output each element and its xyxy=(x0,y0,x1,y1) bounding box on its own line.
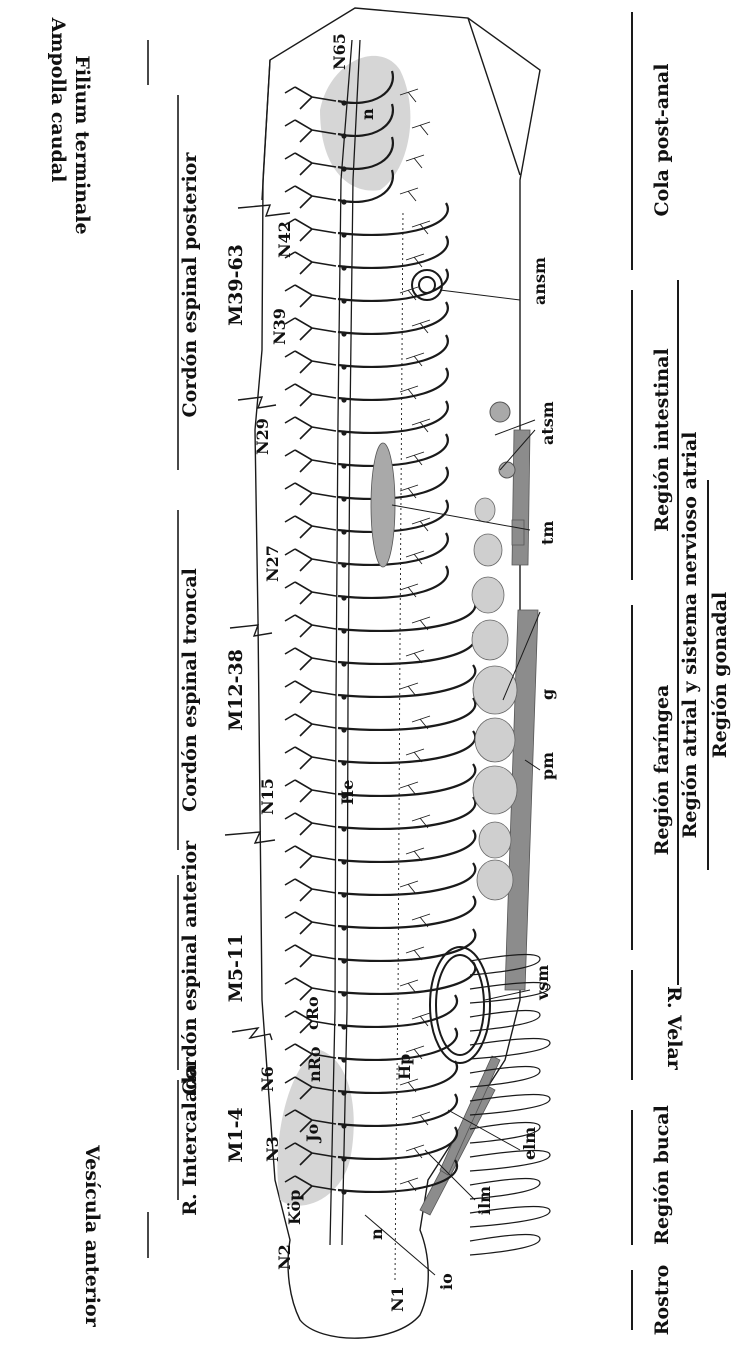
nerve-segment xyxy=(285,368,448,406)
annot-Jo: Jo xyxy=(303,1123,322,1144)
label-vesicula-anterior: Vesícula anterior xyxy=(81,1144,103,1327)
break-line-2 xyxy=(225,832,275,843)
trunk-muscle-band-2 xyxy=(512,520,524,545)
annot-N39: N39 xyxy=(270,308,289,345)
nerve-segment xyxy=(285,302,448,340)
break-line-1 xyxy=(232,1028,272,1040)
annot-N65: N65 xyxy=(330,33,349,70)
annot-N15: N15 xyxy=(258,778,277,815)
annot-pm: pm xyxy=(538,752,557,780)
anal-sphincter xyxy=(412,270,442,300)
tail-shade xyxy=(320,56,410,191)
nerve-segment xyxy=(285,236,448,274)
nerve-segment xyxy=(285,731,475,769)
annot-N29: N29 xyxy=(253,418,272,455)
annot-N3: N3 xyxy=(263,1136,282,1162)
annot-N2: N2 xyxy=(275,1244,294,1270)
label-region-faringea: Región faríngea xyxy=(651,685,673,856)
annot-nRo: nRo xyxy=(305,1046,324,1082)
annot-ilm: ilm xyxy=(475,1186,494,1215)
label-region-atrial: Región atrial y sistema nervioso atrial xyxy=(679,432,701,839)
label-cola-post-anal: Cola post-anal xyxy=(651,64,673,217)
tail-fin-right xyxy=(468,18,520,175)
nerve-segment xyxy=(285,797,475,835)
nerve-segment xyxy=(285,203,448,241)
annot-N27: N27 xyxy=(263,545,282,582)
gonad xyxy=(475,498,495,522)
label-cordon-troncal: Cordón espinal troncal xyxy=(179,568,201,812)
annot-elm: elm xyxy=(520,1127,539,1160)
annot-N1: N1 xyxy=(388,1286,407,1312)
break-line-5 xyxy=(238,205,290,216)
annot-He: He xyxy=(338,780,357,805)
annot-n-tail: n xyxy=(358,108,377,120)
annot-g: g xyxy=(538,689,557,700)
nerve-segment xyxy=(285,599,475,637)
label-rostro: Rostro xyxy=(651,1265,673,1336)
nerve-segment xyxy=(285,566,448,604)
atrial-sphincter xyxy=(490,402,510,422)
label-m39-63: M39-63 xyxy=(225,244,247,326)
annot-vsm: vsm xyxy=(533,965,552,1001)
gonad xyxy=(472,620,508,660)
nerve-segment xyxy=(285,665,475,703)
top-bands: Vesícula anterior R. Intercalada M1-4 Co… xyxy=(47,17,247,1328)
tail-fin-left xyxy=(262,60,270,200)
nerve-segment xyxy=(285,500,448,538)
label-r-velar: R. Velar xyxy=(663,986,685,1071)
atrial-sphincter xyxy=(499,462,515,478)
annot-cRo: cRo xyxy=(303,996,322,1030)
label-m12-38: M12-38 xyxy=(225,649,247,731)
label-m5-11: M5-11 xyxy=(225,934,247,1003)
nerve-segment xyxy=(285,764,475,802)
label-region-intestinal: Región intestinal xyxy=(651,348,673,531)
nerve-segment xyxy=(285,269,448,307)
trunk-muscle-tm xyxy=(371,443,395,567)
nerve-segment xyxy=(285,632,475,670)
nerve-segment xyxy=(285,830,475,868)
nerve-segment xyxy=(285,434,448,472)
bottom-bands: Rostro Región bucal R. Velar Región farí… xyxy=(632,12,731,1335)
elm-band xyxy=(440,1056,500,1175)
annot-atsm: atsm xyxy=(538,401,557,445)
nerve-segment xyxy=(285,401,448,439)
gonad xyxy=(474,534,502,566)
nerve-segment xyxy=(285,929,475,967)
break-line-3 xyxy=(230,625,272,636)
gonad xyxy=(479,822,511,858)
nerve-segment xyxy=(285,698,475,736)
gonad xyxy=(473,666,517,714)
nerve-segment xyxy=(285,533,448,571)
gonad xyxy=(477,860,513,900)
annot-tm: tm xyxy=(538,521,557,545)
nerve-segment xyxy=(285,896,475,934)
velum-ring xyxy=(430,947,490,1063)
nerve-segment xyxy=(285,335,448,373)
label-filum-terminale: Filium terminale xyxy=(71,55,93,234)
label-region-bucal: Región bucal xyxy=(651,1105,673,1245)
label-m1-4: M1-4 xyxy=(225,1107,247,1162)
annot-io: io xyxy=(437,1273,456,1290)
annot-Hp: Hp xyxy=(395,1054,414,1080)
annot-ansm: ansm xyxy=(530,257,549,305)
nerve-segment xyxy=(285,962,475,1000)
annot-N6: N6 xyxy=(258,1066,277,1092)
gonad xyxy=(475,718,515,762)
label-region-gonadal: Región gonadal xyxy=(709,592,731,758)
label-ampolla-caudal: Ampolla caudal xyxy=(47,17,69,183)
annot-N42: N42 xyxy=(275,221,294,258)
annot-Kop: Köp xyxy=(285,1190,304,1225)
annot-n-front: n xyxy=(367,1228,386,1240)
nerve-segment xyxy=(285,863,475,901)
nerve-segment xyxy=(285,467,448,505)
cirrus xyxy=(470,1235,540,1255)
gonad xyxy=(472,577,504,613)
gonad xyxy=(473,766,517,814)
label-cordon-posterior: Cordón espinal posterior xyxy=(179,152,201,418)
label-cordon-anterior: Cordón espinal anterior xyxy=(179,840,201,1095)
